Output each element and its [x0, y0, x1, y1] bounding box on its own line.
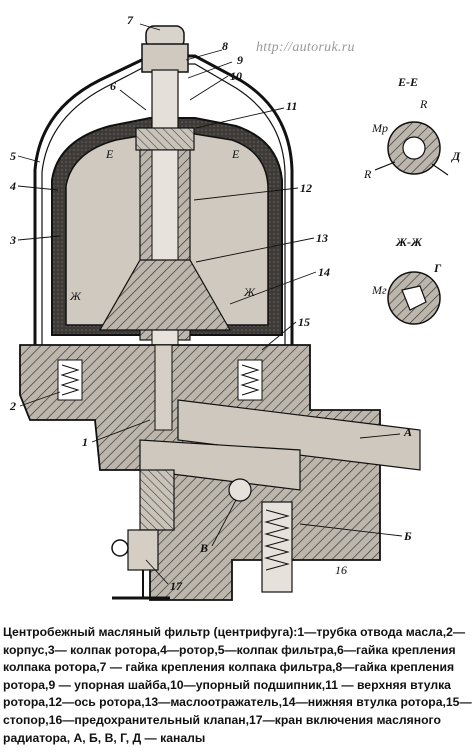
oil-channels — [139, 344, 421, 593]
callout-17: 17 — [170, 579, 183, 593]
leader-lines — [17, 23, 403, 585]
callout-15: 15 — [298, 315, 310, 329]
channel-d-label: Д — [451, 149, 461, 163]
section-zhzh-view — [387, 271, 441, 325]
section-e-mark-right: Е — [231, 147, 240, 161]
moment-mr-label: Мр — [371, 121, 388, 135]
channel-a-label: А — [403, 425, 412, 439]
section-ee-view — [374, 121, 449, 176]
callout-1: 1 — [82, 435, 88, 449]
callout-12: 12 — [300, 181, 312, 195]
callout-13: 13 — [316, 231, 328, 245]
moment-mg-label: Мг — [371, 283, 387, 297]
callout-14: 14 — [318, 265, 330, 279]
watermark: http://autoruk.ru — [256, 40, 355, 55]
rotor-axis — [98, 25, 232, 351]
section-zh-mark-left: Ж — [69, 289, 82, 303]
section-zh-mark-right: Ж — [243, 285, 256, 299]
figure-caption: Центробежный масляный фильтр (центрифуга… — [3, 625, 472, 745]
callout-7-top: 7 — [127, 13, 134, 27]
radiator-tap — [111, 469, 175, 600]
callout-3: 3 — [9, 233, 16, 247]
callout-9: 9 — [237, 53, 243, 67]
section-ee-title: Е-Е — [397, 75, 418, 89]
callout-11: 11 — [286, 99, 297, 113]
callout-10: 10 — [230, 69, 242, 83]
force-r-left-label: R — [363, 167, 372, 181]
callout-6: 6 — [110, 79, 116, 93]
callout-4: 4 — [9, 179, 16, 193]
callout-8: 8 — [222, 39, 228, 53]
force-r-top-label: R — [419, 97, 428, 111]
section-e-mark-left: Е — [105, 147, 114, 161]
callout-2: 2 — [9, 399, 16, 413]
section-zhzh-title: Ж-Ж — [395, 235, 423, 249]
channel-b-label: Б — [403, 529, 412, 543]
centrifuge-cutaway-drawing: 7 8 9 10 11 6 5 4 3 12 13 14 15 2 1 17 1… — [9, 13, 461, 601]
channel-v-label: В — [199, 541, 208, 555]
channel-g-label: Г — [433, 261, 442, 275]
callout-16: 16 — [335, 563, 347, 577]
callout-5: 5 — [10, 149, 16, 163]
